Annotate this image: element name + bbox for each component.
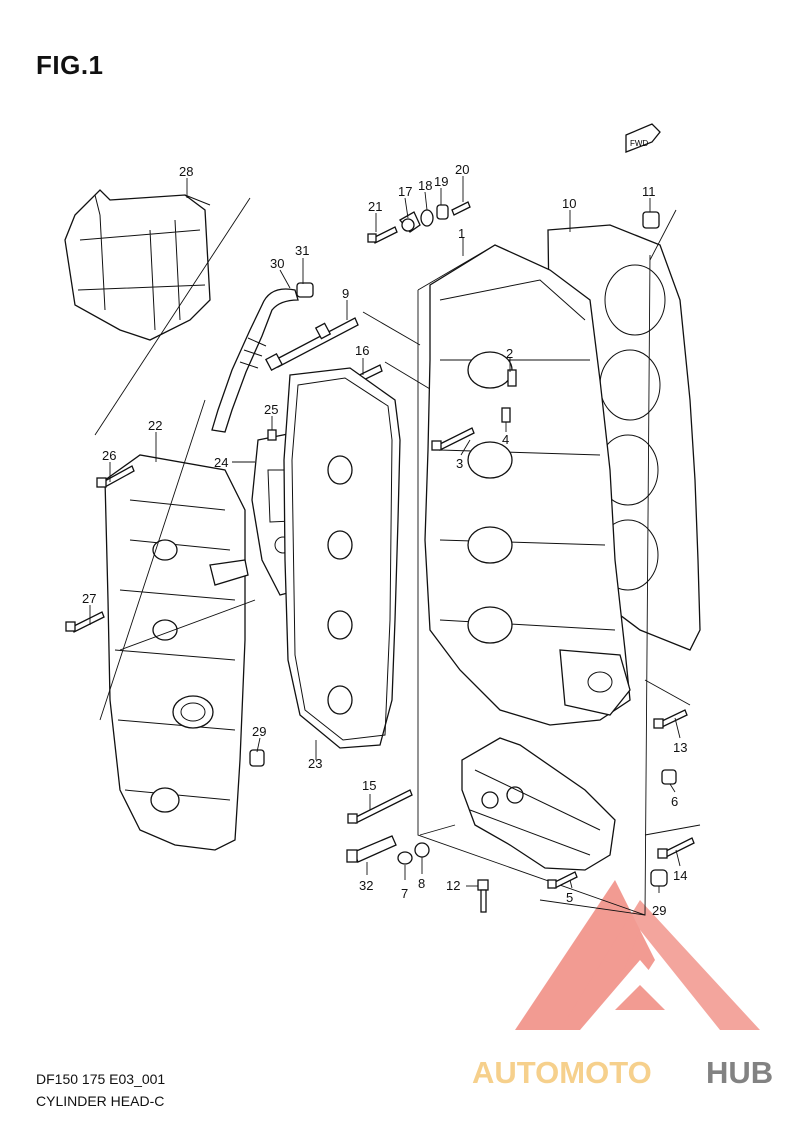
breather-hose-30 [211,288,299,433]
callout-30: 30 [270,256,284,271]
plug-29-left [249,749,265,767]
callout-18: 18 [418,178,432,193]
group-frame-1 [417,254,651,916]
callout-14: 14 [673,868,687,883]
callout-19: 19 [434,174,448,189]
bolt-3 [431,427,475,451]
figure-title: FIG.1 [36,50,104,80]
callout-26: 26 [102,448,116,463]
bolt-13 [653,709,688,729]
cylinder-head-1 [424,244,631,726]
group-line-14 [644,824,701,836]
callout-9: 9 [342,286,349,301]
callout-2: 2 [506,346,513,361]
callout-22: 22 [148,418,162,433]
callout-20: 20 [455,162,469,177]
cylinder-head-cover-22 [104,454,249,851]
bolt-26 [96,465,135,488]
callout-1: 1 [458,226,465,241]
callout-6: 6 [671,794,678,809]
figure-name: CYLINDER HEAD-C [36,1093,165,1109]
callout-13: 13 [673,740,687,755]
callout-12: 12 [446,878,460,893]
figure-code: DF150 175 E03_001 [36,1071,166,1087]
watermark-text-hub: HUB [706,1055,773,1090]
fwd-label: FWD [630,139,648,148]
bolt-27 [65,611,105,633]
callout-29-right: 29 [652,903,666,918]
callout-29-left: 29 [252,724,266,739]
watermark-triangle-inner [615,985,665,1010]
camshaft-housing [461,737,616,871]
bolt-9 [265,317,359,371]
washer-7 [397,851,413,865]
callout-24: 24 [214,455,228,470]
bolt-20 [451,201,471,216]
callout-11: 11 [642,184,656,199]
sensor-32 [346,835,397,863]
callout-labels: 1 2 3 4 5 6 7 8 9 10 11 12 13 14 15 16 1… [82,162,687,918]
bolt-14 [657,837,695,859]
head-cover-gasket-23 [283,367,401,749]
callout-7: 7 [401,886,408,901]
group-line-9 [362,311,421,346]
group-line-lower [419,824,456,836]
callout-10: 10 [562,196,576,211]
callout-5: 5 [566,890,573,905]
group-frame-1-top [417,244,496,291]
callout-15: 15 [362,778,376,793]
dowel-6 [661,769,677,785]
bracket-cover-28 [64,189,211,341]
o-ring-18 [420,209,434,227]
callout-28: 28 [179,164,193,179]
callout-23: 23 [308,756,322,771]
callout-4: 4 [502,432,509,447]
plug-29-right [650,869,668,887]
callout-8: 8 [418,876,425,891]
callout-17: 17 [398,184,412,199]
bolt-15 [347,789,413,824]
group-line-13 [644,679,691,706]
callout-32: 32 [359,878,373,893]
callout-16: 16 [355,343,369,358]
callout-31: 31 [295,243,309,258]
bolt-12 [477,879,489,913]
group-line-11 [649,209,677,261]
callout-leaders [89,176,681,893]
group-line-5 [539,899,646,916]
bolt-5 [547,871,578,889]
stud-4 [501,407,511,423]
fwd-marker: FWD [625,123,661,153]
callout-21: 21 [368,199,382,214]
spacer-19 [436,204,449,220]
bolt-21 [367,226,398,244]
hose-clamp-31 [296,282,314,298]
watermark-logo: AUTOMOTO HUB [472,880,773,1090]
group-line-28 [94,197,251,436]
watermark-text-automoto: AUTOMOTO [472,1055,652,1090]
o-ring-8 [414,842,430,858]
callout-3: 3 [456,456,463,471]
callout-25: 25 [264,402,278,417]
callout-27: 27 [82,591,96,606]
fitting-17 [399,211,421,233]
group-line-22a [99,399,206,721]
stud-2 [507,369,517,387]
screw-25 [267,429,277,441]
dowel-pin-11 [642,211,660,229]
group-line-22b [119,599,256,651]
